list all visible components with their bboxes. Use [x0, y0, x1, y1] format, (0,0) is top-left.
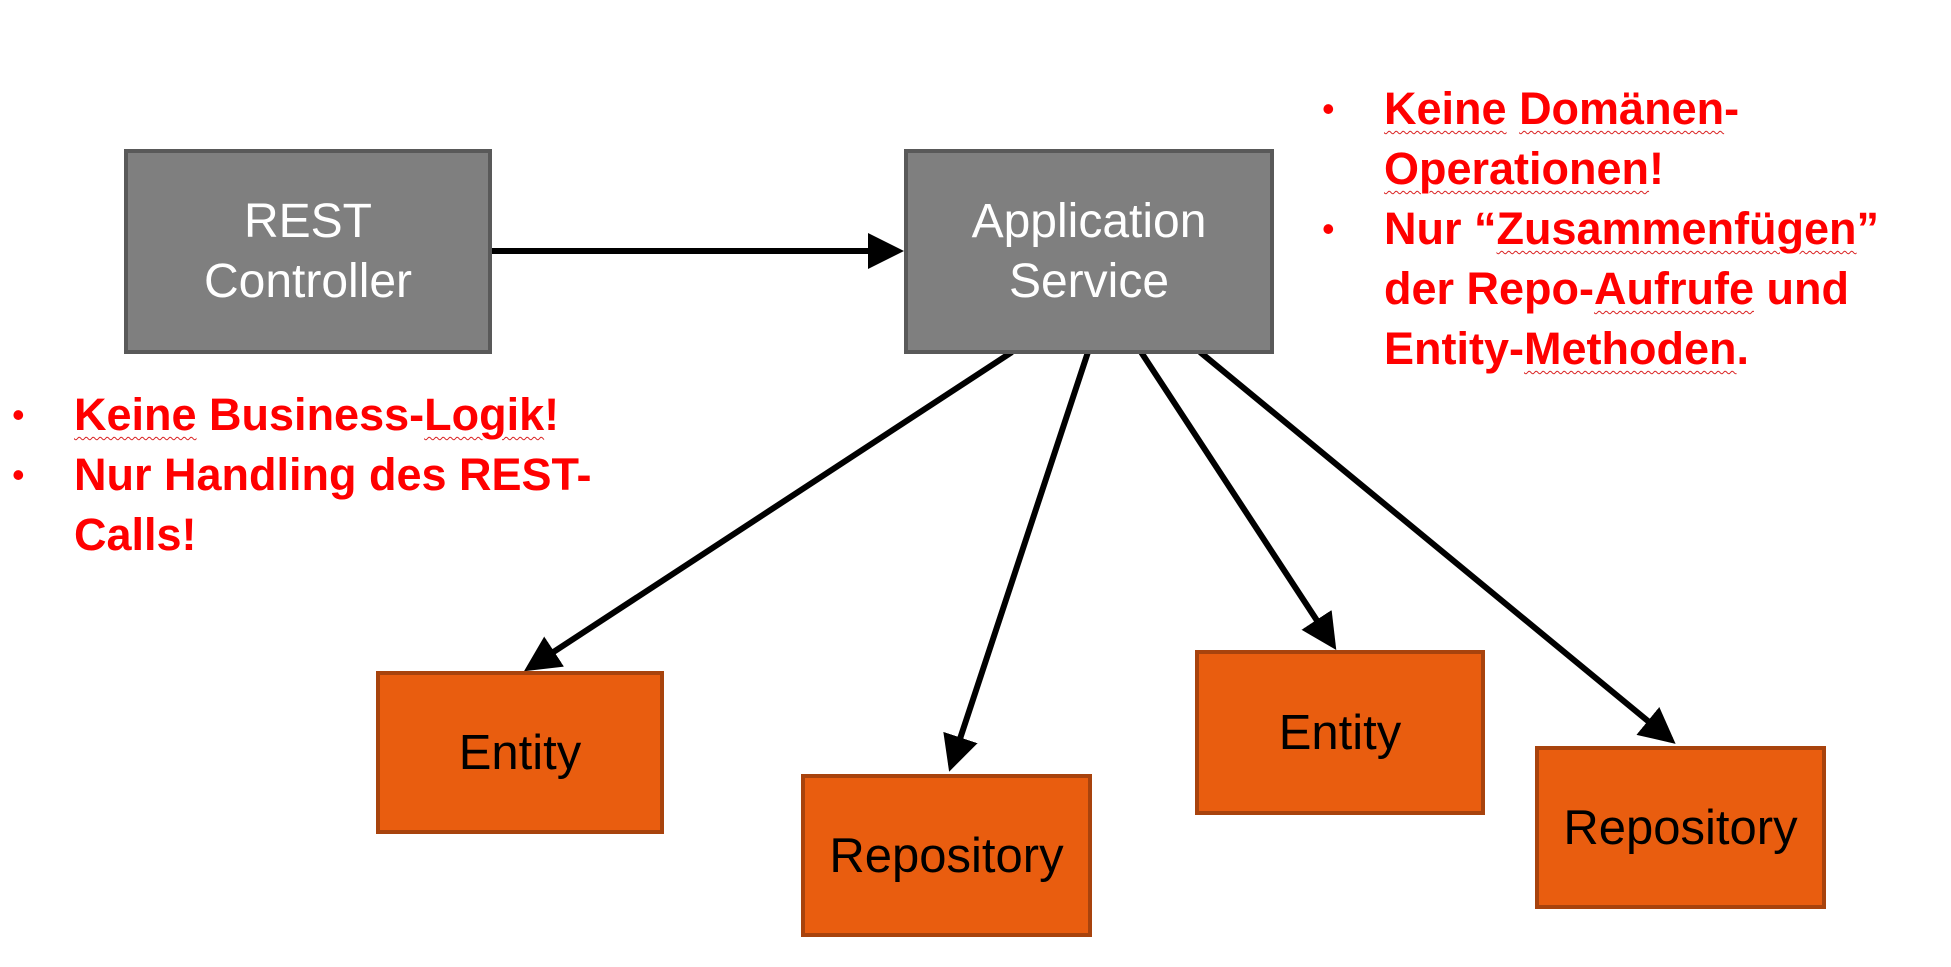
- repository-node-1: Repository: [801, 774, 1092, 937]
- service-note-2-close-quote: ”: [1856, 203, 1880, 254]
- service-note-1-line2: Operationen!: [1384, 139, 1879, 199]
- service-note-2-line3: Entity-Methoden.: [1384, 319, 1879, 379]
- controller-note-1: Keine Business-Logik!: [12, 385, 592, 445]
- service-note-2-und: und: [1754, 263, 1849, 314]
- service-note-1-hyphen: -: [1724, 83, 1740, 134]
- application-service-node: Application Service: [904, 149, 1274, 354]
- rest-controller-node: REST Controller: [124, 149, 492, 354]
- service-note-2-word-zusammenfuegen: Zusammenfügen: [1496, 203, 1857, 254]
- service-note-1-line1: Keine Domänen-: [1384, 79, 1879, 139]
- controller-note-1-part-b: Business-: [196, 389, 425, 440]
- entity-node-2: Entity: [1195, 650, 1485, 815]
- service-note-2-word-methoden: Methoden: [1524, 323, 1737, 374]
- service-note-2-entity: Entity-: [1384, 323, 1524, 374]
- service-note-1-word-operationen: Operationen: [1384, 143, 1650, 194]
- entity-node-1: Entity: [376, 671, 664, 834]
- service-note-1-exclaim: !: [1649, 143, 1665, 194]
- controller-note-1-part-a: Keine: [74, 389, 197, 440]
- service-notes: Keine Domänen- Operationen! Nur “Zusamme…: [1322, 79, 1879, 379]
- service-note-2: Nur “Zusammenfügen” der Repo-Aufrufe und…: [1322, 199, 1879, 379]
- service-note-2-line1: Nur “Zusammenfügen”: [1384, 199, 1879, 259]
- rest-controller-label-line1: REST: [243, 194, 372, 248]
- application-service-label-line2: Service: [1008, 254, 1170, 308]
- arrow-service-to-repository-1: [943, 351, 1091, 772]
- arrow-service-to-repository-2: [1198, 349, 1676, 744]
- service-note-2-line2: der Repo-Aufrufe und: [1384, 259, 1879, 319]
- entity-2-label: Entity: [1278, 705, 1402, 760]
- service-note-1-space: [1507, 83, 1520, 134]
- service-note-2-word-aufrufe: Aufrufe: [1594, 263, 1754, 314]
- service-note-2-repo: der Repo-: [1384, 263, 1595, 314]
- entity-1-label: Entity: [458, 725, 582, 780]
- repository-1-label: Repository: [829, 828, 1064, 883]
- controller-note-2-line2: Calls!: [74, 509, 197, 560]
- service-note-2-period: .: [1736, 323, 1749, 374]
- repository-2-label: Repository: [1563, 800, 1798, 855]
- controller-note-1-part-d: !: [544, 389, 560, 440]
- service-note-1: Keine Domänen- Operationen!: [1322, 79, 1879, 199]
- arrow-service-to-entity-2: [1138, 350, 1337, 651]
- controller-note-1-part-c: Logik: [424, 389, 545, 440]
- service-note-2-prefix: Nur “: [1384, 203, 1497, 254]
- controller-notes: Keine Business-Logik! Nur Handling des R…: [12, 385, 592, 565]
- arrow-service-to-entity-1: [523, 349, 1014, 672]
- repository-node-2: Repository: [1535, 746, 1826, 909]
- controller-note-2: Nur Handling des REST- Calls!: [12, 445, 592, 565]
- rest-controller-label-line2: Controller: [203, 254, 413, 308]
- service-note-1-word-keine: Keine: [1384, 83, 1507, 134]
- controller-note-2-line1: Nur Handling des REST-: [74, 449, 592, 500]
- service-note-1-word-domaenen: Domänen: [1519, 83, 1725, 134]
- application-service-label-line1: Application: [971, 194, 1207, 248]
